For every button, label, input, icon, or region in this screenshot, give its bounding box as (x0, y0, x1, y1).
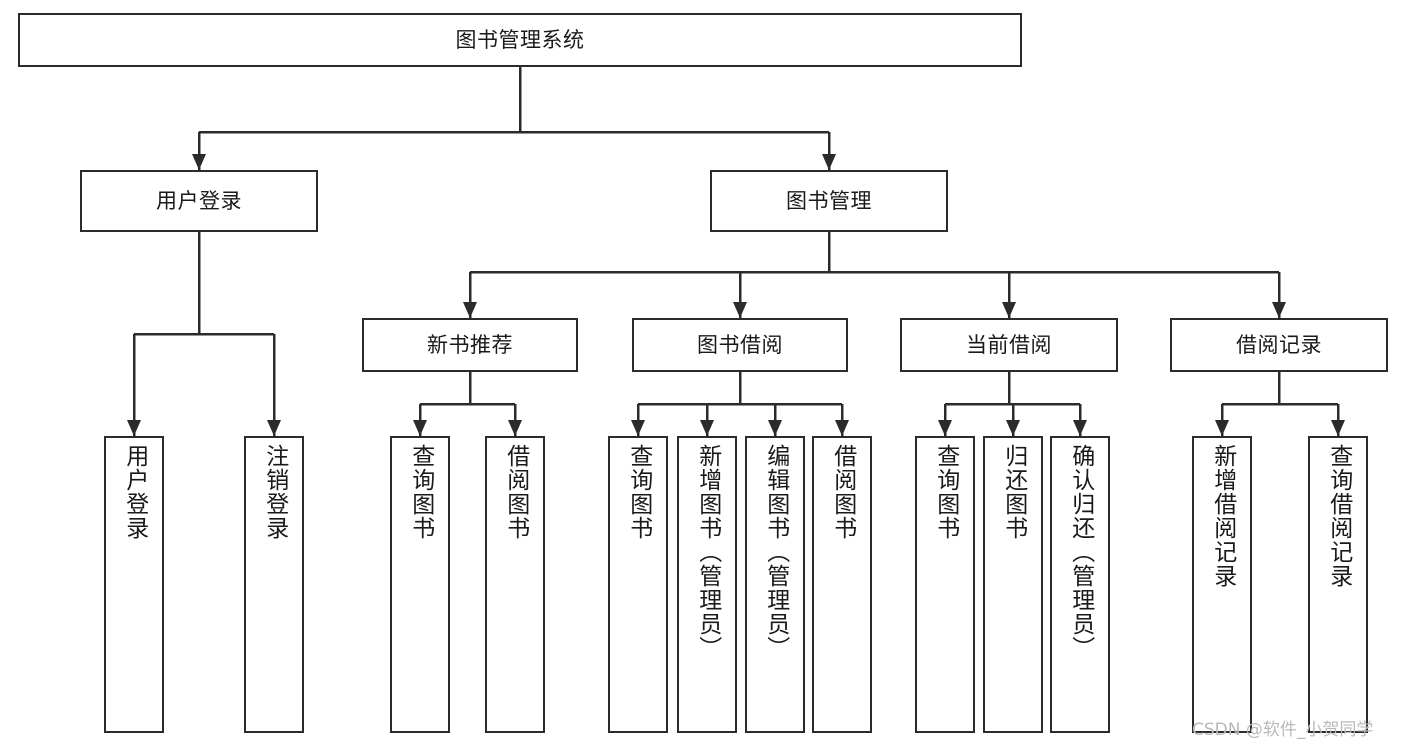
node-new-book-rec: 新书推荐 (362, 318, 578, 372)
node-leaf-query-record: 查询借阅记录 (1308, 436, 1368, 733)
node-leaf-query-book-3: 查询图书 (915, 436, 975, 733)
node-label: 当前借阅 (966, 332, 1052, 357)
arrowhead-icon (192, 154, 206, 170)
node-borrow-record: 借阅记录 (1170, 318, 1388, 372)
node-label: 图书借阅 (697, 332, 783, 357)
arrowhead-icon (127, 420, 141, 436)
node-label: 查询图书 (932, 444, 959, 540)
arrowhead-icon (768, 420, 782, 436)
node-label: 借阅记录 (1236, 332, 1322, 357)
node-label: 用户登录 (156, 188, 242, 213)
arrowhead-icon (1331, 420, 1345, 436)
node-book-borrow: 图书借阅 (632, 318, 848, 372)
node-current-borrow: 当前借阅 (900, 318, 1118, 372)
node-user-login: 用户登录 (80, 170, 318, 232)
node-leaf-return-book: 归还图书 (983, 436, 1043, 733)
arrowhead-icon (1006, 420, 1020, 436)
node-label: 图书管理系统 (455, 27, 585, 52)
arrowhead-icon (631, 420, 645, 436)
arrowhead-icon (413, 420, 427, 436)
node-leaf-borrow-book-1: 借阅图书 (485, 436, 545, 733)
node-label: 借阅图书 (829, 444, 856, 540)
node-root: 图书管理系统 (18, 13, 1022, 67)
node-leaf-edit-book: 编辑图书（管理员） (745, 436, 805, 733)
node-label: 查询图书 (407, 444, 434, 540)
node-label: 用户登录 (121, 444, 148, 540)
node-label: 借阅图书 (502, 444, 529, 540)
arrowhead-icon (938, 420, 952, 436)
arrowhead-icon (267, 420, 281, 436)
arrowhead-icon (463, 302, 477, 318)
node-leaf-confirm-return: 确认归还（管理员） (1050, 436, 1110, 733)
node-leaf-logout: 注销登录 (244, 436, 304, 733)
node-leaf-add-record: 新增借阅记录 (1192, 436, 1252, 733)
node-book-manage: 图书管理 (710, 170, 948, 232)
node-leaf-user-login: 用户登录 (104, 436, 164, 733)
arrowhead-icon (1002, 302, 1016, 318)
node-leaf-query-book-2: 查询图书 (608, 436, 668, 733)
node-label: 新增借阅记录 (1209, 444, 1236, 588)
arrowhead-icon (1272, 302, 1286, 318)
node-label: 图书管理 (786, 188, 872, 213)
arrowhead-icon (835, 420, 849, 436)
arrowhead-icon (1073, 420, 1087, 436)
node-label: 新书推荐 (427, 332, 513, 357)
node-leaf-borrow-book-2: 借阅图书 (812, 436, 872, 733)
arrowhead-icon (508, 420, 522, 436)
node-label: 查询借阅记录 (1325, 444, 1352, 588)
node-label: 查询图书 (625, 444, 652, 540)
node-label: 注销登录 (261, 444, 288, 540)
node-leaf-query-book-1: 查询图书 (390, 436, 450, 733)
arrowhead-icon (822, 154, 836, 170)
arrowhead-icon (733, 302, 747, 318)
node-label: 编辑图书（管理员） (762, 444, 789, 660)
node-label: 确认归还（管理员） (1067, 444, 1094, 660)
node-label: 归还图书 (1000, 444, 1027, 540)
node-label: 新增图书（管理员） (694, 444, 721, 660)
arrowhead-icon (700, 420, 714, 436)
arrowhead-icon (1215, 420, 1229, 436)
node-leaf-add-book: 新增图书（管理员） (677, 436, 737, 733)
